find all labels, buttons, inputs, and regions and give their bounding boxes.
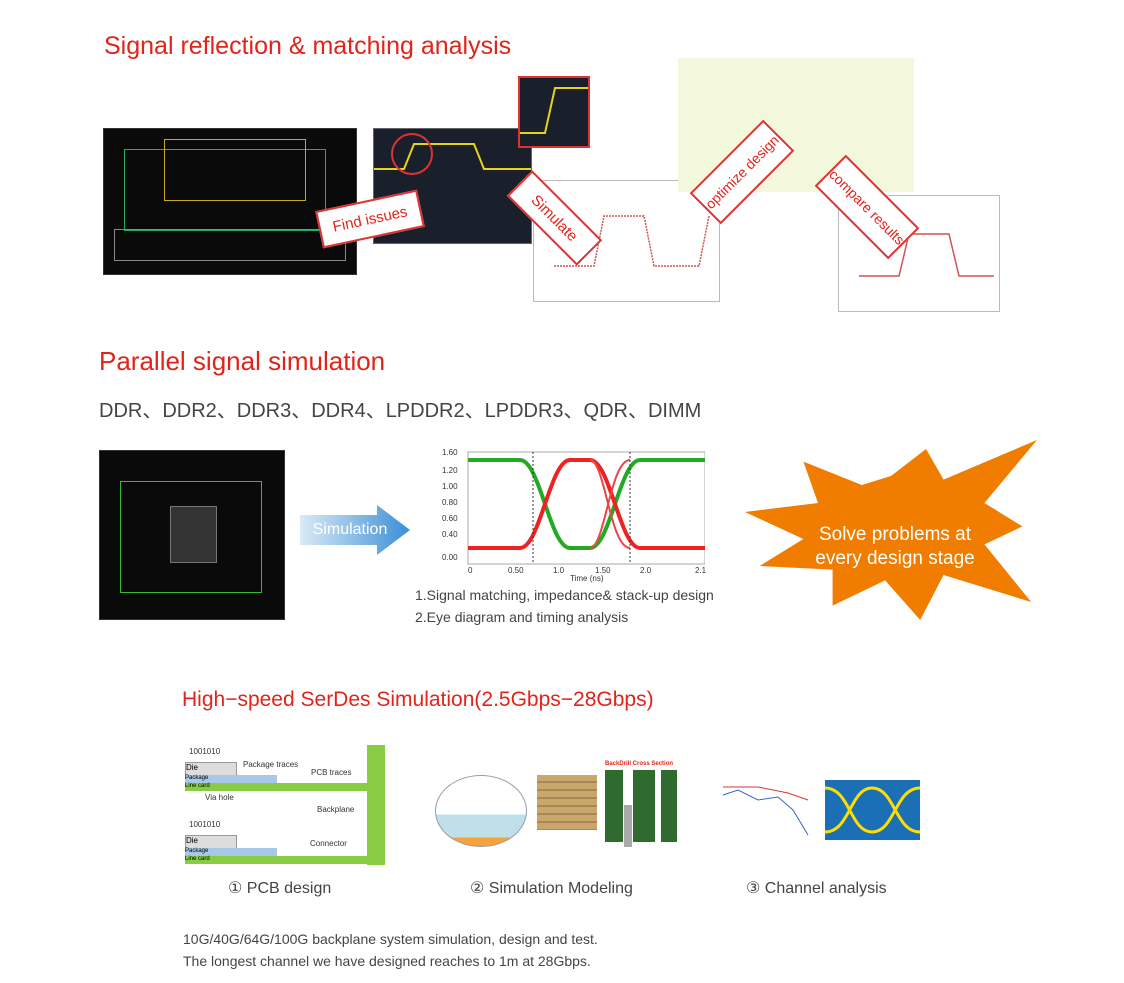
burst-text: Solve problems at every design stage (815, 524, 975, 569)
pcb-design-diagram: Die Package Line card Die Package Line c… (185, 735, 385, 865)
package-label: Package (185, 775, 277, 783)
simulation-waveform-image (533, 180, 720, 302)
caption-channel-analysis: ③ Channel analysis (746, 880, 887, 897)
x-tick: 2.0 (640, 566, 652, 575)
field-model-image (435, 775, 527, 847)
insertion-loss-chart (718, 775, 813, 840)
y-tick: 0.60 (442, 514, 458, 523)
pcb-layout-image (103, 128, 357, 275)
section2-title: Parallel signal simulation (99, 346, 386, 376)
y-tick: 1.00 (442, 482, 458, 491)
x-tick: 0 (468, 566, 473, 575)
note-2: 2.Eye diagram and timing analysis (415, 609, 629, 625)
simulation-arrow-label: Simulation (312, 521, 388, 538)
caption-simulation-modeling: ② Simulation Modeling (470, 880, 633, 897)
line-card-label: Line card (185, 856, 375, 864)
backplane-bar (367, 745, 385, 865)
memory-types: DDR、DDR2、DDR3、DDR4、LPDDR2、LPDDR3、QDR、DIM… (99, 400, 702, 422)
section3-title: High−speed SerDes Simulation(2.5Gbps−28G… (182, 688, 654, 711)
x-axis-label: Time (ns) (570, 574, 604, 583)
y-tick: 0.00 (442, 553, 458, 562)
y-tick: 1.20 (442, 466, 458, 475)
simulation-arrow: Simulation (300, 505, 410, 555)
y-tick: 0.80 (442, 498, 458, 507)
x-tick: 1.50 (595, 566, 611, 575)
footer-line-1: 10G/40G/64G/100G backplane system simula… (183, 931, 598, 947)
eye-diagram: 1.60 1.20 1.00 0.80 0.60 0.40 0.00 0 0.5… (440, 448, 707, 583)
x-tick: 0.50 (508, 566, 524, 575)
x-tick: 2.1 (695, 566, 707, 575)
backdrill-image: BackDrill Cross Section (605, 761, 680, 847)
bit-pattern: 1001010 (189, 747, 221, 756)
oscilloscope-zoom-image (518, 76, 590, 148)
bit-pattern: 1001010 (189, 820, 221, 829)
ddr-layout-image (99, 450, 285, 620)
footer-line-2: The longest channel we have designed rea… (183, 953, 591, 969)
y-tick: 0.40 (442, 530, 458, 539)
package-traces-label: Package traces (243, 760, 299, 769)
line-card-label: Line card (185, 783, 375, 791)
note-1: 1.Signal matching, impedance& stack-up d… (415, 587, 714, 603)
via-model-image (537, 775, 597, 830)
section1-title: Signal reflection & matching analysis (104, 32, 512, 60)
package-label: Package (185, 848, 277, 856)
die-label: Die (185, 835, 237, 849)
x-tick: 1.0 (553, 566, 565, 575)
find-issues-label: Find issues (331, 202, 409, 236)
serdes-eye-image (824, 780, 921, 840)
via-hole-label: Via hole (205, 793, 234, 802)
caption-pcb-design: ① PCB design (228, 880, 332, 897)
connector-label: Connector (310, 839, 347, 848)
pcb-traces-label: PCB traces (311, 768, 352, 777)
backdrill-label: BackDrill Cross Section (605, 761, 674, 767)
die-label: Die (185, 762, 237, 776)
y-tick: 1.60 (442, 448, 458, 457)
backplane-label: Backplane (317, 805, 355, 814)
